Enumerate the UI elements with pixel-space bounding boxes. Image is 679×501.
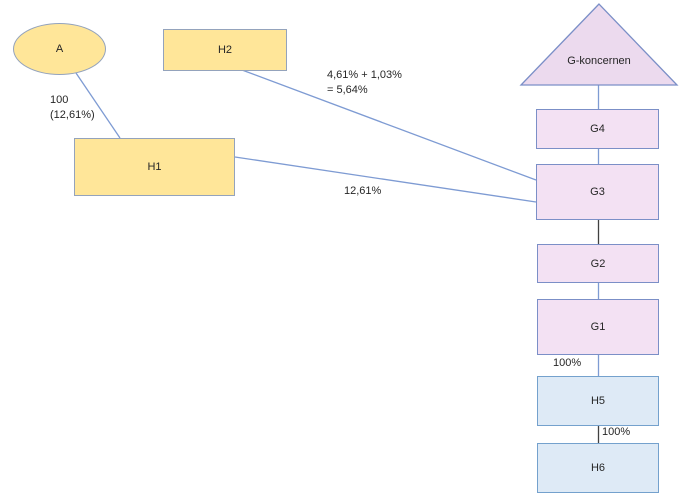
edge-label-h2-g3-total: = 5,64% — [327, 84, 368, 96]
edge-label-h2-g3: 4,61% + 1,03% = 5,64% — [327, 68, 402, 98]
node-g-koncernen-shape — [519, 3, 679, 86]
edge-h1-g3 — [234, 156, 537, 203]
node-g-koncernen-label: G-koncernen — [567, 55, 631, 67]
node-h5: H5 — [537, 376, 659, 426]
node-g1: G1 — [537, 299, 659, 355]
node-a: A — [13, 23, 106, 75]
edge-label-g1-h5: 100% — [553, 357, 582, 369]
edge-label-h2-g3-sum: 4,61% + 1,03% — [327, 69, 402, 81]
node-g4: G4 — [536, 109, 659, 149]
edge-label-a-h1-pct: (12,61%) — [50, 109, 95, 121]
edge-h2-g3 — [241, 69, 537, 181]
edge-label-a-h1: 100 (12,61%) — [50, 93, 95, 123]
node-h2: H2 — [163, 29, 287, 71]
edge-a-h1 — [75, 72, 121, 139]
edge-label-a-h1-value: 100 — [50, 94, 69, 106]
edge-label-h5-h6: 100% — [602, 426, 631, 438]
node-h6: H6 — [537, 443, 659, 493]
node-g3: G3 — [536, 164, 659, 220]
node-g2: G2 — [537, 244, 659, 283]
edge-label-h1-g3: 12,61% — [344, 185, 382, 197]
node-h1: H1 — [74, 138, 235, 196]
